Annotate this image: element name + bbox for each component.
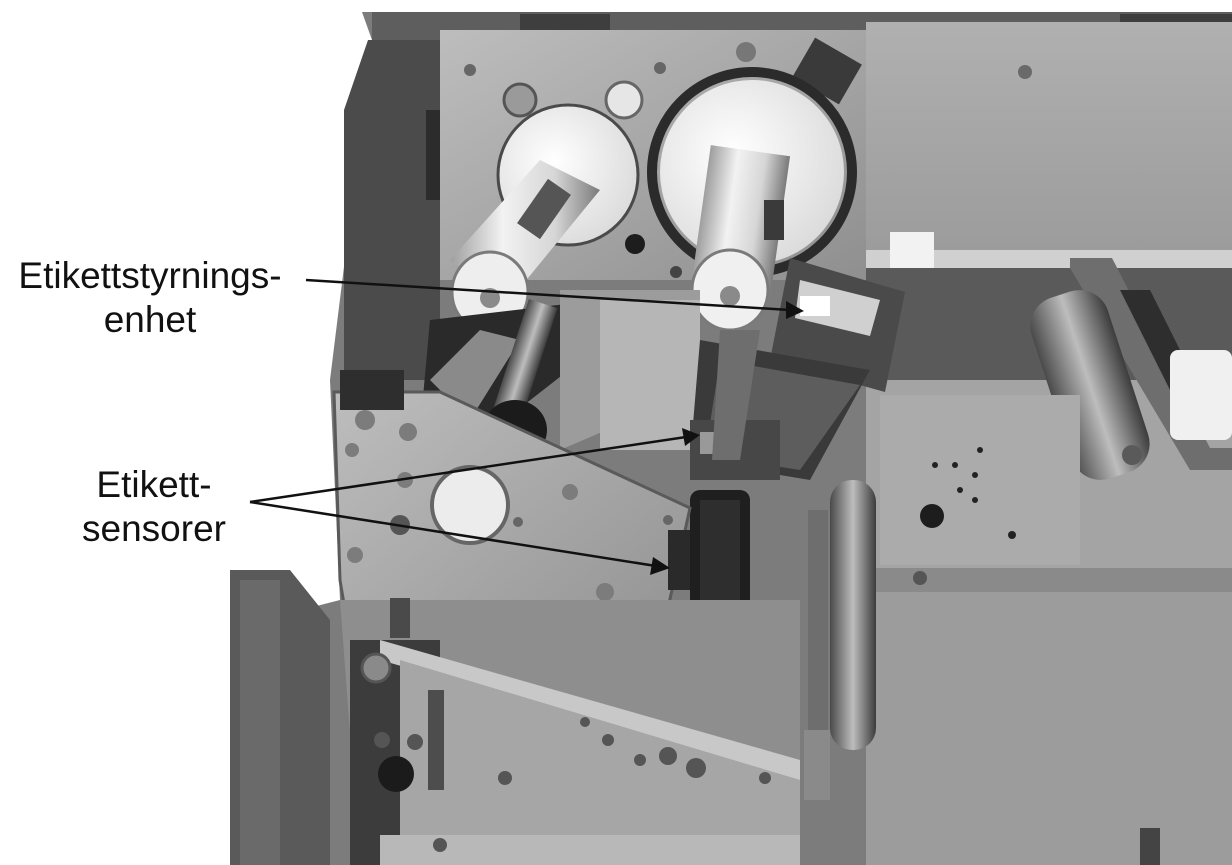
callout-label-sensors-line1: Etikett- — [96, 464, 212, 505]
label-guide-unit — [690, 258, 905, 720]
callout-label-sensors-line2: sensorer — [82, 508, 226, 549]
callout-label-guide-line1: Etikettstyrnings- — [18, 255, 282, 296]
right-housing-panel — [866, 22, 1232, 865]
lower-mechanism — [230, 570, 1160, 865]
leader-arrowhead-sensor-lower — [650, 557, 670, 575]
callout-label-guide-unit: Etikettstyrnings- enhet — [2, 254, 298, 342]
leader-arrowhead-sensor-upper — [682, 428, 700, 446]
callout-label-sensors: Etikett- sensorer — [60, 463, 248, 551]
callout-leaders — [249, 278, 804, 575]
leader-arrowhead-label-guide — [786, 301, 804, 319]
leader-line-sensor-lower — [249, 500, 657, 568]
guide-rod — [804, 480, 876, 800]
leader-line-label-guide — [305, 278, 791, 312]
callout-label-guide-line2: enhet — [103, 299, 197, 340]
takeup-roll — [647, 67, 857, 332]
leader-line-sensor-upper — [249, 435, 687, 504]
